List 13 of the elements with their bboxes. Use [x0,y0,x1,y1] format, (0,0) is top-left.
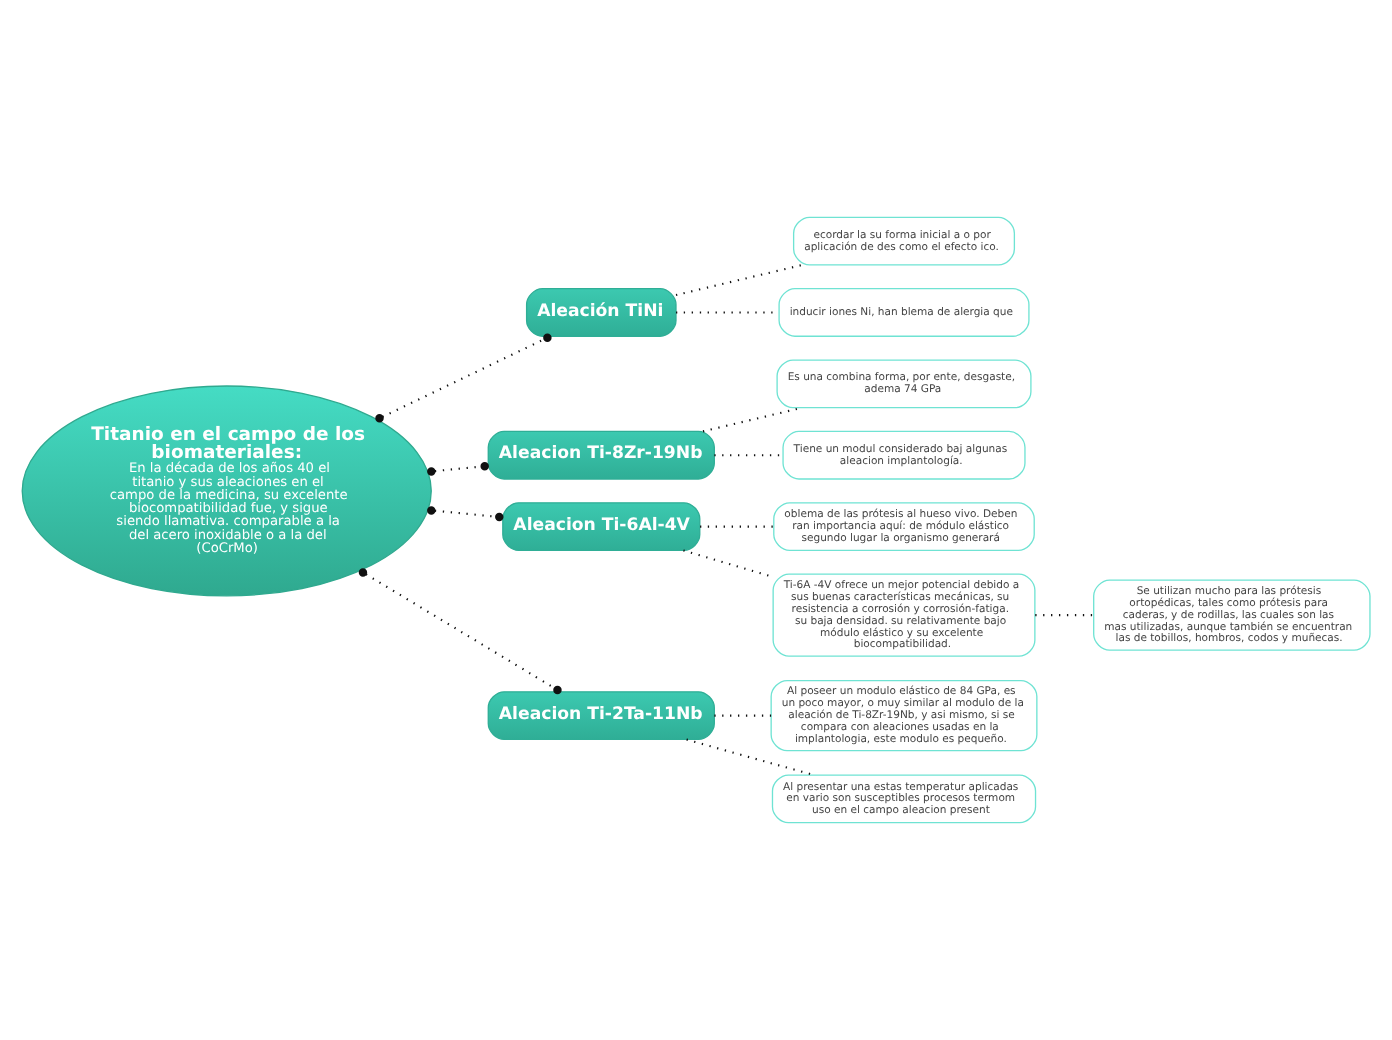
connector [427,506,504,522]
connector [686,738,815,777]
connector [427,462,489,476]
connector [675,263,803,297]
node-box: Aleación TiNi [525,288,677,337]
node-box: Aleacion Ti-8Zr-19Nb [487,430,715,480]
node-box: Aleacion Ti-2Ta-11Nb [487,691,715,741]
connector [358,568,562,695]
connector [375,333,552,423]
connector [683,549,774,578]
node-box: Aleacion Ti-6Al-4V [502,502,701,552]
connector [702,406,803,433]
connector [1035,614,1094,617]
